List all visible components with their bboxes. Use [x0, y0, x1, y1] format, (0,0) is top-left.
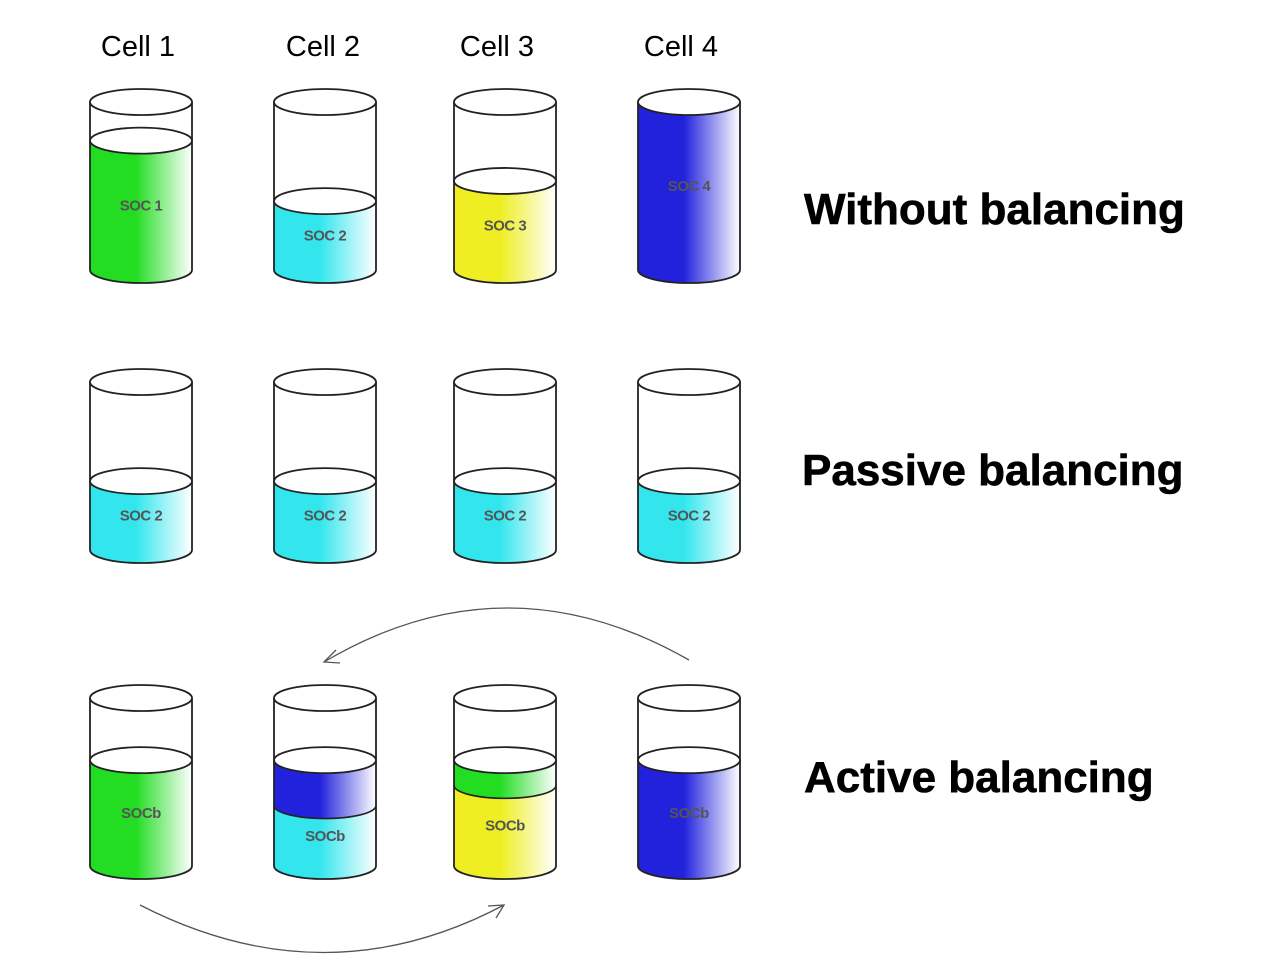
layer-boundary: [453, 785, 557, 800]
liquid-surface: [637, 746, 741, 775]
cell-2-header: Cell 2: [286, 31, 360, 63]
cylinder-outline: [637, 102, 741, 284]
cylinder-grid: SOC 1 SOC 2 SOC 3 SOC 4 SOC 2 SOC 2 SOC 2 SOC 2…: [89, 88, 741, 880]
cylinder-outline: [89, 698, 193, 880]
cylinder-r1-c3: SOC 3: [453, 88, 557, 284]
cylinder-rim: [89, 88, 193, 116]
soc-label: SOC 2: [304, 228, 347, 245]
soc-label: SOCb: [669, 805, 709, 822]
cylinder-rim: [453, 684, 557, 712]
liquid-layer-cyan: [274, 805, 376, 879]
cylinder-r3-c3: SOCb: [453, 684, 557, 880]
liquid-layer-green: [90, 140, 192, 283]
cylinder-r1-c4: SOC 4: [637, 88, 741, 284]
cylinder-outline: [637, 698, 741, 880]
cylinder-outline: [89, 382, 193, 564]
cylinder-outline: [453, 698, 557, 880]
liquid-surface: [453, 746, 557, 775]
cell-1-header: Cell 1: [101, 31, 175, 63]
liquid-layer-green: [90, 760, 192, 879]
cylinder-rim: [637, 88, 741, 116]
cylinder-outline: [273, 382, 377, 564]
cylinder-rim: [453, 368, 557, 396]
cylinder-rim: [273, 684, 377, 712]
liquid-layer-cyan: [638, 481, 740, 563]
soc-label: SOC 3: [484, 217, 527, 234]
liquid-layer-blue: [638, 760, 740, 879]
cylinder-rim: [637, 368, 741, 396]
soc-label: SOCb: [121, 805, 161, 822]
cell-3-header: Cell 3: [460, 31, 534, 63]
transfer-arrow-cell1-to-cell3-head: [487, 904, 506, 919]
cylinder-rim: [453, 88, 557, 116]
layer-boundary: [273, 805, 377, 820]
cylinder-rim: [273, 368, 377, 396]
liquid-surface: [89, 467, 193, 496]
cylinder-r3-c2: SOCb: [273, 684, 377, 880]
cylinder-r3-c4: SOCb: [637, 684, 741, 880]
cylinder-outline: [637, 382, 741, 564]
liquid-layer-yellow: [454, 180, 556, 283]
cylinder-r2-c2: SOC 2: [273, 368, 377, 564]
cylinder-r3-c1: SOCb: [89, 684, 193, 880]
liquid-layer-cyan: [454, 481, 556, 563]
soc-label: SOC 1: [120, 197, 163, 214]
liquid-layer-blue: [274, 760, 376, 819]
soc-label: SOCb: [305, 828, 345, 845]
cylinder-r2-c4: SOC 2: [637, 368, 741, 564]
cylinder-outline: [453, 102, 557, 284]
cylinder-outline: [273, 698, 377, 880]
liquid-surface: [89, 746, 193, 775]
liquid-surface: [453, 467, 557, 496]
liquid-layer-cyan: [274, 201, 376, 283]
transfer-arrow-cell4-to-cell2-head: [322, 649, 341, 664]
soc-label: SOC 2: [304, 508, 347, 525]
transfer-arrow-cell4-to-cell2: [323, 607, 690, 663]
cylinder-rim: [273, 88, 377, 116]
liquid-surface: [637, 467, 741, 496]
liquid-surface: [273, 746, 377, 775]
cylinder-r1-c1: SOC 1: [89, 88, 193, 284]
liquid-surface: [273, 187, 377, 216]
liquid-layer-cyan: [90, 481, 192, 563]
liquid-surface: [89, 126, 193, 155]
row-title-without-balancing: Without balancing: [804, 185, 1185, 234]
liquid-layer-cyan: [274, 481, 376, 563]
liquid-layer-blue: [638, 102, 740, 283]
cylinder-outline: [453, 382, 557, 564]
soc-label: SOCb: [485, 818, 525, 835]
cylinder-outline: [89, 102, 193, 284]
cylinder-r1-c2: SOC 2: [273, 88, 377, 284]
cylinder-r2-c1: SOC 2: [89, 368, 193, 564]
liquid-surface: [453, 167, 557, 195]
soc-label: SOC 2: [668, 508, 711, 525]
row-title-active-balancing: Active balancing: [804, 753, 1154, 802]
cylinder-rim: [89, 684, 193, 712]
liquid-surface: [273, 467, 377, 496]
cylinder-r2-c3: SOC 2: [453, 368, 557, 564]
transfer-arrow-cell1-to-cell3: [139, 904, 505, 954]
cell-4-header: Cell 4: [644, 31, 718, 63]
liquid-layer-yellow: [454, 785, 556, 879]
cylinder-outline: [273, 102, 377, 284]
cylinder-rim: [637, 684, 741, 712]
soc-label: SOC 2: [484, 508, 527, 525]
row-title-passive-balancing: Passive balancing: [802, 446, 1184, 495]
cylinder-rim: [89, 368, 193, 396]
soc-label: SOC 2: [120, 508, 163, 525]
soc-label: SOC 4: [668, 178, 712, 195]
